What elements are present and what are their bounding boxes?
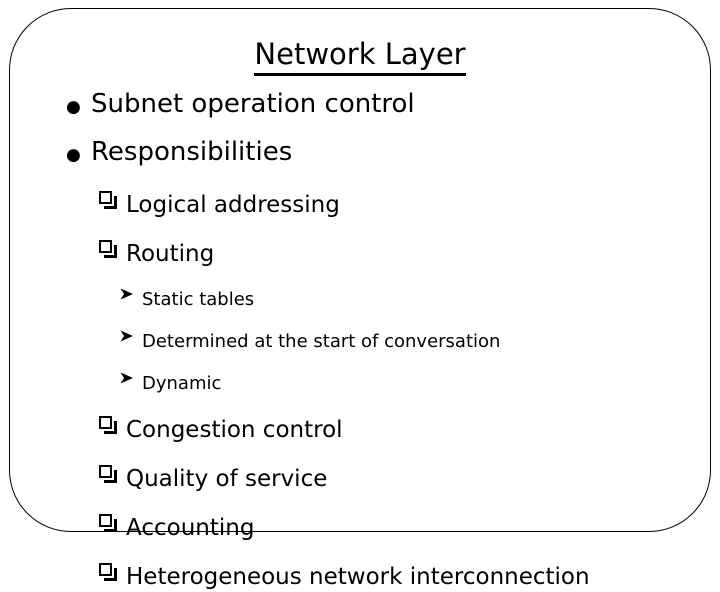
hollow-square-bullet-icon [99,183,126,212]
list-item-label: Determined at the start of conversation [142,331,501,352]
arrowhead-bullet-icon [120,323,142,347]
hollow-square-bullet-icon [99,232,126,261]
list-item-label: Accounting [126,515,255,541]
list-item: Determined at the start of conversation [0,323,720,354]
list-item-label: Dynamic [142,373,222,394]
hollow-square-bullet-icon [99,506,126,535]
list-item-label: Quality of service [126,466,328,492]
list-item: Accounting [0,506,720,543]
list-item: ● Responsibilities [0,136,720,171]
list-item: ● Subnet operation control [0,88,720,123]
filled-circle-bullet-icon: ● [66,145,81,165]
arrowhead-bullet-icon [120,365,142,389]
hollow-square-bullet-icon [99,408,126,437]
list-item-label: Logical addressing [126,192,340,218]
list-item: Routing [0,232,720,269]
hollow-square-bullet-icon [99,457,126,486]
list-item: Heterogeneous network interconnection [0,555,720,592]
list-item: Quality of service [0,457,720,494]
page-title: Network Layer [0,37,720,76]
list-item-label: Subnet operation control [91,89,415,119]
list-item: Dynamic [0,365,720,396]
slide: Network Layer ● Subnet operation control… [0,8,720,590]
list-item-label: Heterogeneous network interconnection [126,564,590,590]
list-item: Congestion control [0,408,720,445]
list-item-label: Static tables [142,289,255,310]
arrowhead-bullet-icon [120,281,142,305]
list-item-label: Responsibilities [91,137,293,167]
filled-circle-bullet-icon: ● [66,97,81,117]
list-item-label: Congestion control [126,417,343,443]
hollow-square-bullet-icon [99,555,126,584]
bullet-list: ● Subnet operation control ● Responsibil… [0,88,720,592]
page-title-text: Network Layer [254,37,466,76]
list-item: Logical addressing [0,183,720,220]
list-item: Static tables [0,281,720,312]
list-item-label: Routing [126,241,215,267]
